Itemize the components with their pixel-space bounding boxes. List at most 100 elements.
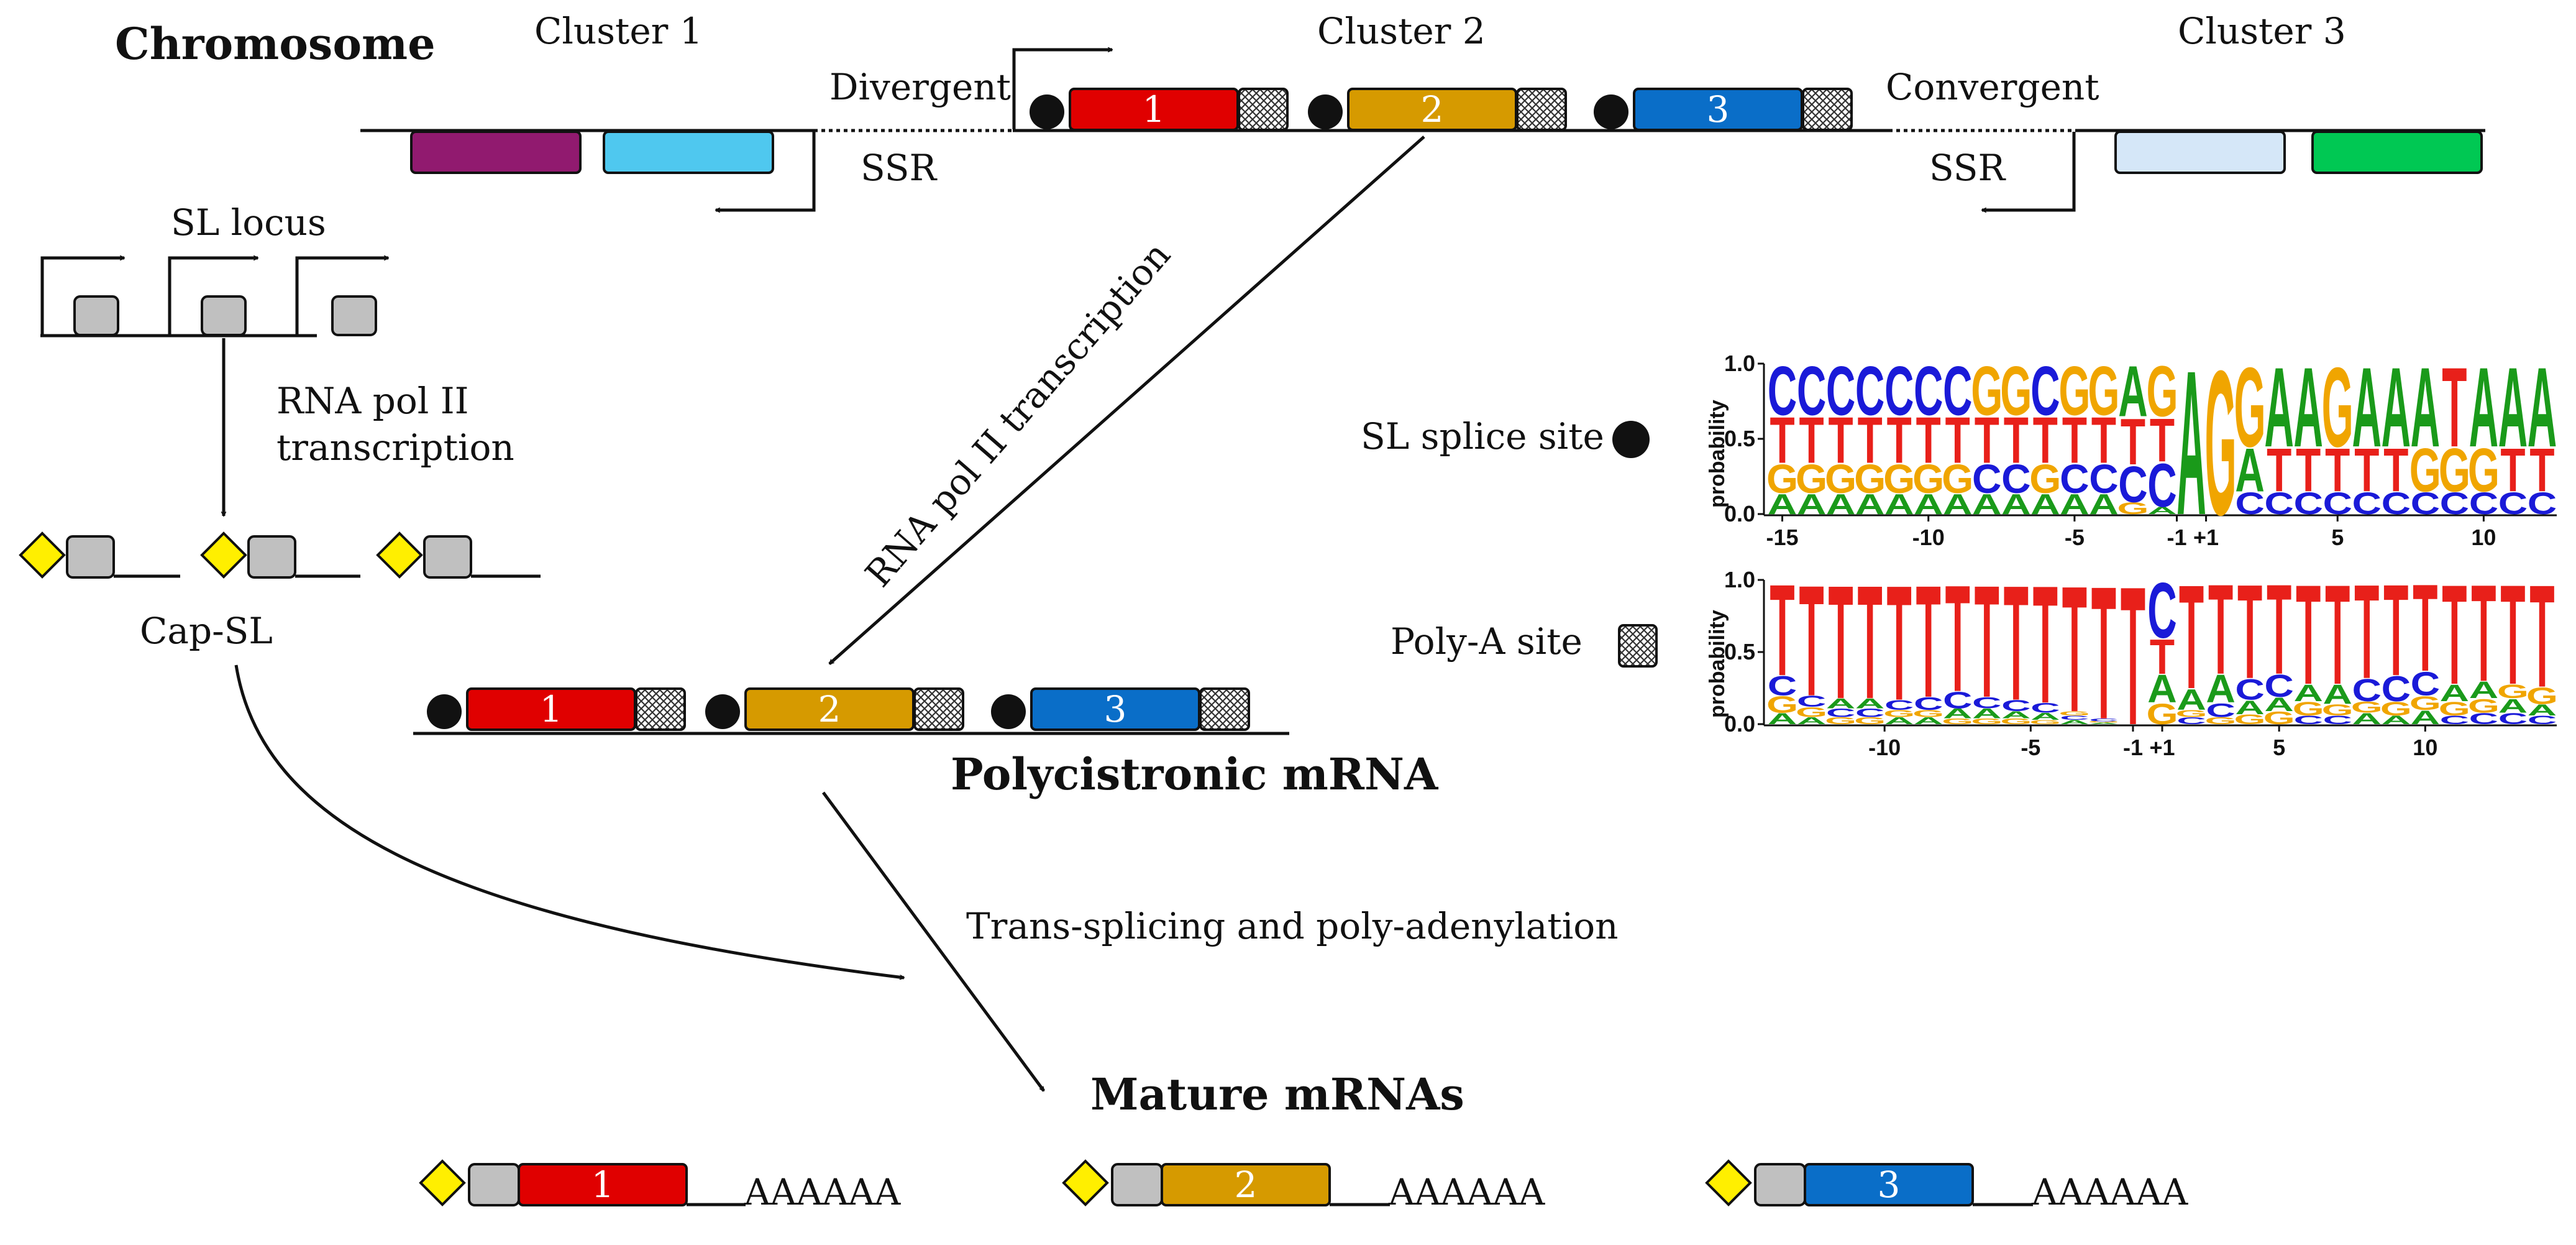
cluster2-promoter-arrow <box>1012 50 1112 129</box>
logo-letter-T: T <box>1887 551 1912 735</box>
logo-letter-A: A <box>2030 711 2060 722</box>
mature-sl-exon-3 <box>1754 1163 1806 1206</box>
logo-letter-C: C <box>2411 487 2440 521</box>
logo-y-tick-label: 0.0 <box>1724 711 1755 737</box>
logo-letter-C: C <box>1768 351 1797 430</box>
mature-gene-1-number: 1 <box>591 1164 614 1206</box>
logo-letter-T: T <box>1829 403 1853 477</box>
poly-gene-1-number: 1 <box>540 688 563 730</box>
logo-x-tick-label: -5 <box>2065 525 2085 550</box>
logo-letter-A: A <box>2528 701 2557 719</box>
cluster2-gene-3-number: 3 <box>1707 88 1730 131</box>
logo-letter-G: G <box>2088 351 2119 430</box>
logo-letter-C: C <box>2118 455 2147 513</box>
logo-letter-T: T <box>2325 436 2350 505</box>
logo-letter-T: T <box>2150 406 2175 475</box>
logo-letter-T: T <box>2529 554 2554 718</box>
logo-letter-A: A <box>2323 679 2352 710</box>
logo-letter-T: T <box>1770 557 1794 703</box>
logo-letter-T: T <box>2033 551 2058 738</box>
logo-letter-T: T <box>1770 403 1794 477</box>
cluster3-gene-green <box>2311 131 2483 174</box>
logo-letter-A: A <box>2440 680 2469 707</box>
mature-cap-2 <box>1062 1159 1109 1206</box>
logo-letter-A: A <box>2382 714 2411 727</box>
logo-y-tick-label: 1.0 <box>1724 567 1755 592</box>
logo-letter-A: A <box>1884 489 1914 520</box>
logo-letter-T: T <box>1945 553 1970 723</box>
sl-promoter-arrow-2 <box>168 258 258 334</box>
logo-letter-A: A <box>2293 344 2323 471</box>
mature-gene-2 <box>1161 1163 1331 1206</box>
processing-label: Trans-splicing and poly-adenylation <box>966 905 1619 947</box>
sl-locus-label: SL locus <box>171 201 326 244</box>
logo-letter-A: A <box>2089 722 2118 725</box>
sl-locus-section: SL locus RNA pol II transcription Cap-SL <box>19 201 904 978</box>
logo-letter-C: C <box>2089 718 2118 722</box>
logo-letter-T: T <box>2267 436 2291 505</box>
logo-letter-G: G <box>2146 351 2178 431</box>
logo-letter-A: A <box>1826 489 1855 520</box>
logo-letter-C: C <box>2176 715 2206 727</box>
logo-letter-C: C <box>1972 694 2001 712</box>
logo-letter-A: A <box>2469 677 2498 704</box>
divergent-label: Divergent <box>829 66 1011 108</box>
logo-letter-A: A <box>2030 489 2060 520</box>
logo-letter-T: T <box>2500 555 2525 714</box>
sl-exon-2 <box>201 295 247 336</box>
logo-letter-A: A <box>2001 489 2030 520</box>
logo-letter-T: T <box>2033 403 2058 477</box>
logo-letter-A: A <box>2147 505 2176 516</box>
logo-letter-A: A <box>1768 710 1797 728</box>
ssr-right-label: SSR <box>1929 147 2006 189</box>
logo-letter-G: G <box>1825 456 1857 502</box>
cap-sl-molecule-3 <box>376 531 541 579</box>
legend-sl-splice-label: SL splice site <box>1361 415 1604 457</box>
cap-diamond-3 <box>376 531 423 579</box>
logo-letter-T: T <box>2150 630 2175 684</box>
mature-mrna-1: 1 AAAAAA <box>419 1159 901 1213</box>
logo-letter-G: G <box>1796 705 1827 720</box>
logo-x-tick-label: -10 <box>1868 735 1901 760</box>
logo-letter-G: G <box>2409 436 2441 505</box>
convergent-label: Convergent <box>1886 66 2099 108</box>
mature-mrna-3: 3 AAAAAA <box>1705 1159 2188 1213</box>
logo-letter-T: T <box>2325 555 2350 714</box>
logo-letter-A: A <box>2235 436 2264 505</box>
logo-letter-T: T <box>2500 436 2525 505</box>
logo-letter-A: A <box>2264 344 2293 471</box>
logo-letter-T: T <box>1799 553 1824 729</box>
logo-letter-A: A <box>2060 719 2089 725</box>
poly-polya-site-2 <box>913 687 964 731</box>
cap-sl-molecule-1 <box>19 531 180 579</box>
polya-site-1 <box>1238 88 1289 131</box>
sl-splice-site-3 <box>1594 94 1628 129</box>
logo-letter-T: T <box>2091 546 2116 758</box>
legend-sl-splice-marker <box>1612 421 1650 458</box>
logo-letter-A: A <box>2176 328 2206 558</box>
poly-splice-site-2 <box>705 694 740 729</box>
logo-letter-C: C <box>2382 487 2411 521</box>
logo-letter-T: T <box>2267 558 2291 701</box>
logo-letter-C: C <box>2001 697 2030 715</box>
logo-letter-C: C <box>2528 714 2557 727</box>
logo-letter-A: A <box>1914 715 1943 727</box>
logo-letter-C: C <box>2528 487 2557 521</box>
logo-letter-G: G <box>1971 717 2003 726</box>
poly-polya-site-1 <box>635 687 686 731</box>
poly-splice-site-3 <box>991 694 1026 729</box>
logo-letter-A: A <box>2469 344 2498 471</box>
logo-letter-G: G <box>1883 456 1915 502</box>
logo-letter-T: T <box>2442 555 2467 714</box>
logo-letter-C: C <box>2352 487 2382 521</box>
logo-letter-A: A <box>2060 489 2089 520</box>
polya-site-3 <box>1802 88 1853 131</box>
polycistronic-title: Polycistronic mRNA <box>951 748 1439 800</box>
logo-x-tick-label: 10 <box>2471 525 2496 550</box>
logo-letter-G: G <box>2409 692 2441 714</box>
logo-letter-A: A <box>2176 683 2206 716</box>
logo-letter-A: A <box>2235 696 2264 719</box>
logo-letter-G: G <box>1766 691 1798 718</box>
